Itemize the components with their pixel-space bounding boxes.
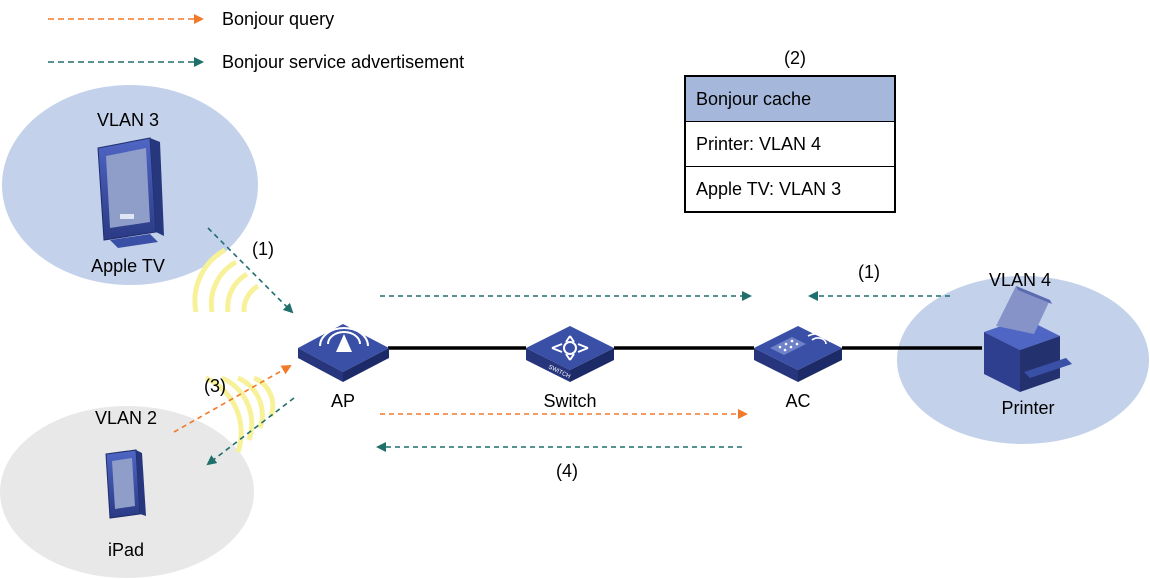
wireless-waves-lower (204, 375, 276, 453)
cache-header: Bonjour cache (686, 77, 894, 122)
cache-row-printer: Printer: VLAN 4 (686, 122, 894, 167)
apple-tv-label: Apple TV (91, 256, 165, 276)
step-2: (2) (784, 48, 806, 68)
reply-ap-to-ipad (206, 397, 295, 466)
vlan4-label: VLAN 4 (989, 270, 1051, 290)
access-controller-icon (754, 326, 842, 382)
network-switch-icon: SWITCH (526, 326, 614, 382)
step-4: (4) (556, 461, 578, 481)
bonjour-cache-table: Bonjour cache Printer: VLAN 4 Apple TV: … (684, 75, 896, 213)
ap-label: AP (331, 391, 355, 411)
vlan3-label: VLAN 3 (97, 110, 159, 130)
legend-advertisement-label: Bonjour service advertisement (222, 52, 464, 72)
cache-row-apple-tv: Apple TV: VLAN 3 (696, 179, 842, 199)
switch-label: Switch (543, 391, 596, 411)
printer-label: Printer (1001, 398, 1054, 418)
printer-icon (984, 286, 1072, 392)
wireless-waves-upper (192, 247, 260, 313)
wireless-ap-icon (298, 324, 389, 382)
ac-label: AC (785, 391, 810, 411)
vlan2-label: VLAN 2 (95, 408, 157, 428)
step-1-left: (1) (252, 239, 274, 259)
legend-query-label: Bonjour query (222, 9, 334, 29)
step-3: (3) (204, 376, 226, 396)
query-ipad-to-ap (173, 365, 292, 433)
monitor-icon (97, 137, 164, 248)
legend: Bonjour query Bonjour service advertisem… (48, 9, 464, 72)
ipad-label: iPad (108, 540, 144, 560)
tablet-icon (105, 449, 146, 519)
step-1-right: (1) (858, 262, 880, 282)
advert-appletv-to-ap (207, 227, 294, 314)
